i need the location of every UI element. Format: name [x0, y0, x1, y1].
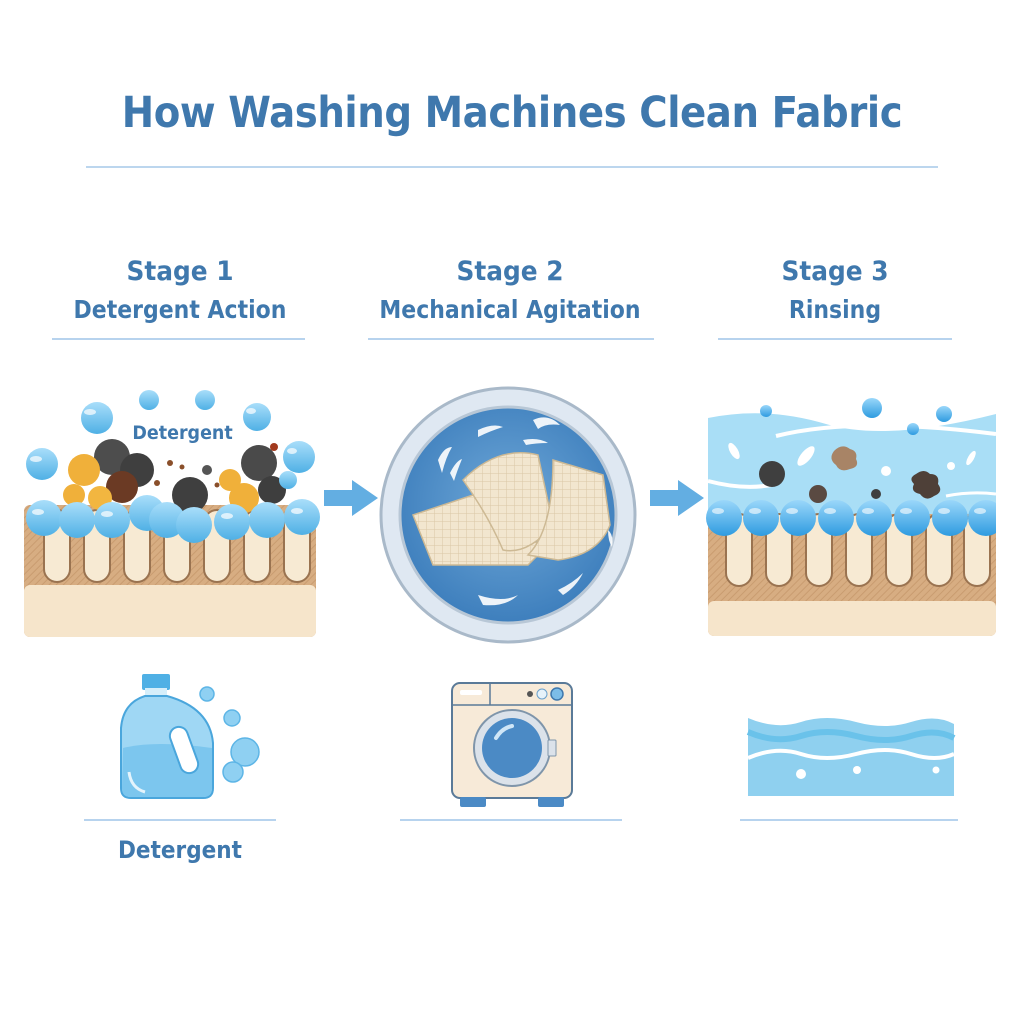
page-title: How Washing Machines Clean Fabric: [121, 88, 903, 138]
stage-3-name: Rinsing: [788, 295, 882, 324]
stage-1-number: Stage 1: [126, 256, 234, 287]
stage-2-heading: Stage 2 Mechanical Agitation: [360, 256, 660, 324]
stage-1-icon-divider: [84, 819, 276, 821]
stage-3-number: Stage 3: [781, 256, 889, 287]
stage-1-divider: [52, 338, 305, 340]
stage-2-icon-divider: [400, 819, 622, 821]
stage-1-illustration: [22, 385, 322, 640]
washing-machine-icon: [448, 680, 578, 810]
stage-2-number: Stage 2: [456, 256, 564, 287]
stage-1-heading: Stage 1 Detergent Action: [50, 256, 310, 324]
detergent-inline-label: Detergent: [132, 422, 233, 444]
title-divider: [86, 166, 938, 168]
stage-3-divider: [718, 338, 952, 340]
stage-2-divider: [368, 338, 654, 340]
stage-3-heading: Stage 3 Rinsing: [710, 256, 960, 324]
stage-2-illustration: [378, 385, 638, 645]
stage-3-icon-divider: [740, 819, 958, 821]
water-waves-icon: [746, 718, 956, 798]
stage-2-name: Mechanical Agitation: [379, 295, 641, 324]
stage-1-name: Detergent Action: [73, 295, 287, 324]
detergent-bottle-icon: [115, 668, 270, 808]
stage-3-illustration: [706, 396, 1004, 638]
arrow-right-icon: [322, 478, 382, 518]
arrow-right-icon: [648, 478, 708, 518]
detergent-icon-label: Detergent: [117, 836, 243, 864]
